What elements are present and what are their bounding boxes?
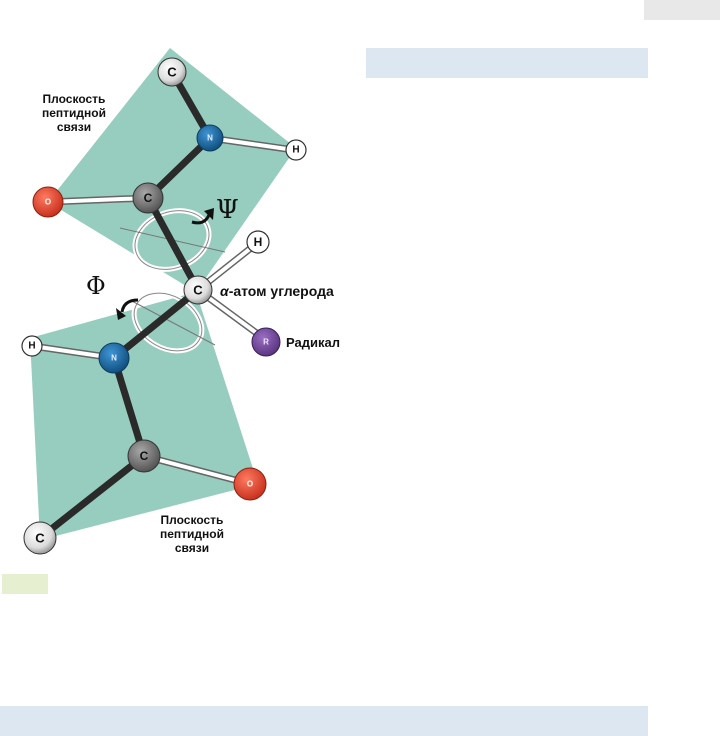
atom-h-bottom: H — [21, 335, 43, 357]
atom-n-bottom: N — [98, 342, 130, 374]
svg-text:O: O — [247, 480, 253, 489]
right-header-bar — [366, 48, 648, 78]
atom-r-radical: R — [251, 327, 281, 357]
psi-symbol: Ψ — [216, 195, 239, 225]
svg-text:H: H — [292, 145, 299, 156]
atom-n-top: N — [196, 124, 224, 152]
svg-text:связи: связи — [57, 120, 91, 134]
atom-o-bottom: O — [233, 467, 267, 501]
peptide-plane-bottom — [30, 292, 258, 540]
svg-text:C: C — [140, 449, 149, 463]
svg-text:Плоскость: Плоскость — [161, 513, 224, 527]
svg-text:H: H — [28, 341, 35, 352]
svg-text:C: C — [167, 65, 177, 80]
svg-text:Плоскость: Плоскость — [43, 92, 106, 106]
svg-text:N: N — [111, 354, 117, 363]
svg-text:C: C — [193, 283, 203, 298]
plane-bottom-label: Плоскость пептидной связи — [160, 513, 224, 555]
atom-h-top: H — [285, 139, 307, 161]
atom-c-bottom: C — [23, 521, 57, 555]
plane-top-label: Плоскость пептидной связи — [42, 92, 106, 134]
atom-o-top: O — [32, 186, 64, 218]
svg-text:N: N — [207, 134, 213, 143]
svg-text:H: H — [254, 235, 263, 249]
atom-h-alpha: H — [246, 230, 270, 254]
atom-c-alpha: C — [183, 275, 213, 305]
atom-c-top: C — [157, 57, 187, 87]
svg-text:O: O — [45, 198, 51, 207]
svg-text:пептидной: пептидной — [42, 106, 106, 120]
svg-text:пептидной: пептидной — [160, 527, 224, 541]
atom-c-carbonyl-bottom: C — [127, 439, 161, 473]
svg-text:R: R — [263, 338, 269, 347]
atom-c-carbonyl-top: C — [132, 182, 164, 214]
svg-text:C: C — [35, 531, 45, 546]
radical-label: Радикал — [286, 335, 340, 350]
small-green-label-box — [2, 574, 48, 594]
top-right-tab — [644, 0, 720, 20]
bottom-bar — [0, 706, 648, 736]
svg-text:связи: связи — [175, 541, 209, 555]
svg-text:C: C — [144, 191, 153, 205]
phi-arrow-icon — [120, 298, 139, 313]
phi-symbol: Φ — [86, 272, 106, 300]
alpha-carbon-label: α-атом углерода — [220, 283, 334, 299]
